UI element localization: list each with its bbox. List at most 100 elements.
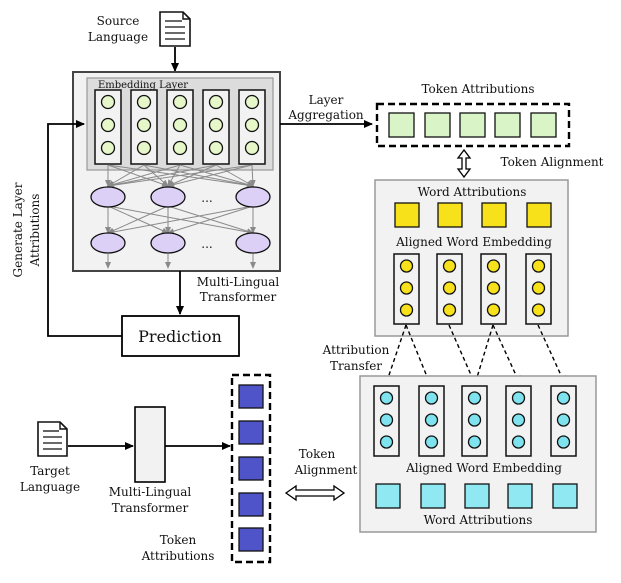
connection-edge bbox=[249, 164, 256, 187]
target-document-icon bbox=[37, 421, 68, 457]
connection-edge bbox=[107, 164, 253, 189]
layer-aggregation-label-line2: Aggregation bbox=[287, 108, 364, 122]
token-attribution-cell bbox=[238, 527, 264, 552]
transfer-arrow bbox=[473, 324, 494, 385]
transformer-node bbox=[235, 186, 271, 208]
token-attributions-bottom-label-line2: Attributions bbox=[141, 549, 215, 563]
embedding-cell bbox=[136, 94, 152, 110]
word-attributions-source-cells bbox=[394, 202, 552, 228]
connection-edge bbox=[107, 205, 254, 235]
aligned-embedding-cell bbox=[556, 413, 571, 427]
attribution-transfer-arrows bbox=[384, 324, 566, 385]
connection-edge bbox=[143, 164, 169, 187]
transfer-arrow bbox=[537, 324, 566, 385]
word-attributions-top-label: Word Attributions bbox=[418, 185, 527, 199]
aligned-word-embedding-bottom-label: Aligned Word Embedding bbox=[405, 461, 562, 475]
aligned-embedding-cell bbox=[379, 413, 394, 427]
word-attributions-bottom-label: Word Attributions bbox=[424, 513, 533, 527]
aligned-embedding-cell bbox=[531, 259, 546, 273]
token-attributions-top-label: Token Attributions bbox=[421, 82, 534, 96]
aligned-embedding-cell bbox=[486, 259, 501, 273]
layer-aggregation-label: Layer bbox=[309, 93, 344, 107]
embedding-cell bbox=[136, 117, 152, 133]
transformer-node bbox=[90, 232, 126, 254]
token-attributions-top-cells bbox=[388, 112, 557, 138]
aligned-embedding-cell bbox=[442, 303, 457, 317]
prediction-box bbox=[121, 315, 240, 357]
target-transformer-label: Multi-Lingual bbox=[109, 485, 192, 499]
transformer-nodes bbox=[90, 186, 271, 254]
aligned-embedding-cell bbox=[467, 435, 482, 449]
embedding-columns bbox=[94, 89, 266, 165]
feedback-loop-arrow bbox=[47, 120, 122, 337]
target-language-label-line2: Language bbox=[20, 480, 80, 494]
token-attribution-cell bbox=[238, 420, 264, 445]
embedding-cell bbox=[244, 94, 260, 110]
token-alignment-top-label: Token Alignment bbox=[501, 155, 604, 169]
token-attribution-cell bbox=[388, 112, 415, 138]
aligned-embedding-cell bbox=[486, 303, 501, 317]
aligned-embedding-cell bbox=[556, 391, 571, 405]
aligned-embedding-cell bbox=[442, 281, 457, 295]
connection-edge bbox=[107, 164, 181, 188]
transformer-node bbox=[90, 186, 126, 208]
ellipsis-row1: ... bbox=[201, 191, 212, 205]
embedding-cell bbox=[208, 117, 224, 133]
transformer-node bbox=[235, 232, 271, 254]
aligned-embedding-cell bbox=[467, 391, 482, 405]
word-attribution-cell bbox=[552, 483, 578, 509]
transfer-arrow bbox=[384, 324, 407, 385]
aligned-embedding-cell bbox=[511, 391, 526, 405]
transformer-connections bbox=[105, 164, 256, 269]
target-transformer-box bbox=[134, 406, 166, 483]
aligned-embedding-cell bbox=[467, 413, 482, 427]
connection-edge bbox=[107, 164, 169, 187]
aligned-embedding-cell bbox=[442, 259, 457, 273]
token-attribution-cell bbox=[459, 112, 486, 138]
embedding-cell bbox=[244, 140, 260, 156]
embedding-cell bbox=[100, 140, 116, 156]
word-attributions-target-cells bbox=[375, 483, 578, 509]
source-language-label-line2: Language bbox=[88, 30, 148, 44]
word-attribution-cell bbox=[394, 202, 420, 228]
transfer-arrow bbox=[405, 324, 431, 385]
source-language-label: Source bbox=[97, 14, 140, 28]
transfer-arrow bbox=[492, 324, 521, 385]
connection-edge bbox=[167, 164, 253, 188]
token-attribution-cell bbox=[238, 492, 264, 517]
connection-edge bbox=[167, 205, 254, 235]
source-document-icon bbox=[159, 11, 191, 47]
connection-edge bbox=[167, 164, 217, 187]
token-alignment-bottom-label: Token bbox=[299, 447, 336, 461]
connection-edge bbox=[107, 205, 169, 234]
aligned-word-embedding-target-columns bbox=[373, 385, 577, 457]
embedding-layer-label: Embedding Layer bbox=[98, 80, 188, 91]
aligned-embedding-cell bbox=[379, 435, 394, 449]
token-attributions-bottom-label: Token bbox=[160, 533, 197, 547]
aligned-embedding-cell bbox=[399, 303, 414, 317]
aligned-embedding-cell bbox=[379, 391, 394, 405]
embedding-cell bbox=[172, 140, 188, 156]
target-language-label: Target bbox=[30, 464, 70, 478]
word-attribution-cell bbox=[420, 483, 446, 509]
aligned-embedding-cell bbox=[511, 435, 526, 449]
word-attribution-cell bbox=[507, 483, 533, 509]
word-attribution-cell bbox=[375, 483, 401, 509]
transformer-node bbox=[150, 186, 186, 208]
embedding-cell bbox=[208, 140, 224, 156]
word-attribution-cell bbox=[481, 202, 507, 228]
embedding-cell bbox=[136, 140, 152, 156]
generate-layer-attributions-label-line2: Attributions bbox=[28, 194, 42, 268]
embedding-cell bbox=[172, 117, 188, 133]
attribution-transfer-label-line2: Transfer bbox=[330, 359, 382, 373]
token-attribution-cell bbox=[530, 112, 557, 138]
target-transformer-label-line2: Transformer bbox=[112, 501, 189, 515]
token-attribution-cell bbox=[424, 112, 451, 138]
multilingual-transformer-label-line2: Transformer bbox=[200, 290, 277, 304]
token-attributions-target-cells bbox=[238, 384, 264, 552]
token-attribution-cell bbox=[238, 384, 264, 409]
attribution-transfer-label: Attribution bbox=[322, 343, 390, 357]
aligned-embedding-cell bbox=[531, 281, 546, 295]
word-attribution-cell bbox=[437, 202, 463, 228]
